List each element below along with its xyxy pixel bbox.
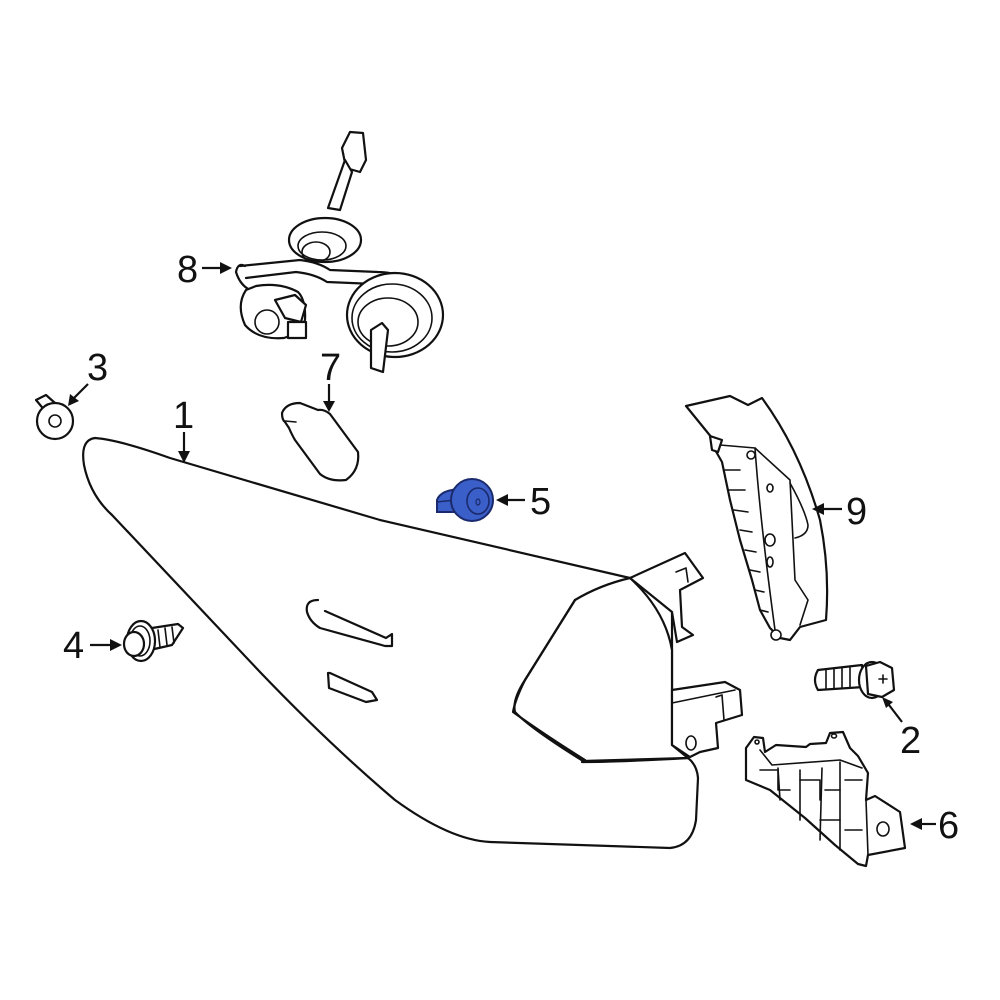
- callout-6: 6: [910, 805, 959, 847]
- callout-number: 8: [177, 249, 198, 291]
- callout-number: 4: [63, 625, 84, 667]
- callout-5: 5: [496, 481, 551, 523]
- part-8-wiring-harness[interactable]: [234, 130, 445, 374]
- callout-3: 3: [68, 347, 108, 406]
- callout-1: 1: [173, 395, 194, 463]
- part-9-inner-lamp[interactable]: [684, 394, 829, 642]
- callout-number: 7: [320, 347, 341, 389]
- callout-8: 8: [177, 249, 232, 291]
- part-3-clip-nut[interactable]: [34, 393, 75, 441]
- part-5-socket-highlighted[interactable]: [436, 478, 494, 522]
- callout-number: 5: [530, 481, 551, 523]
- part-7-bulb[interactable]: [280, 401, 360, 482]
- callout-number: 1: [173, 395, 194, 437]
- callout-9: 9: [812, 491, 867, 533]
- part-2-bolt[interactable]: [813, 660, 896, 700]
- callout-2: 2: [882, 697, 921, 762]
- callout-number: 3: [87, 347, 108, 389]
- callout-7: 7: [320, 347, 341, 412]
- part-1-tail-lamp-housing[interactable]: [82, 436, 744, 850]
- part-6-bracket[interactable]: [744, 730, 907, 868]
- callout-number: 9: [846, 491, 867, 533]
- part-4-push-pin[interactable]: [122, 619, 185, 663]
- callout-4: 4: [63, 625, 122, 667]
- callout-number: 6: [938, 805, 959, 847]
- callout-number: 2: [900, 720, 921, 762]
